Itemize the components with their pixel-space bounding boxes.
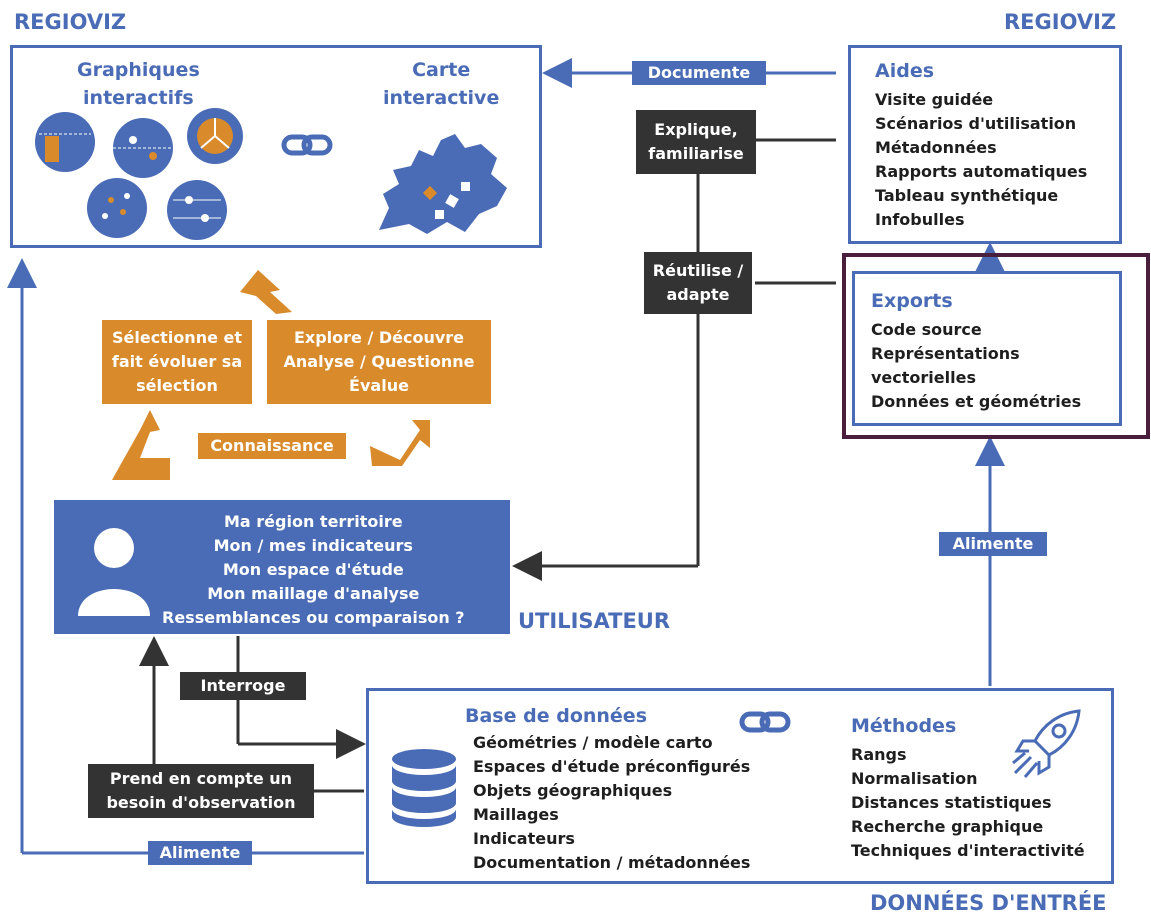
connaissance-box: Connaissance [198, 433, 346, 459]
list-item: Tableau synthétique [875, 186, 1059, 205]
user-icon [78, 528, 150, 616]
exports-list: Code source Représentations vectorielles… [871, 318, 1081, 414]
prend-en-compte-label: Prend en compte un besoin d'observation [88, 764, 314, 818]
documente-label: Documente [632, 61, 766, 85]
aides-box: Aides Visite guidée Scénarios d'utilisat… [848, 45, 1122, 244]
list-item: Scénarios d'utilisation [875, 114, 1077, 133]
list-item: Données et géométries [871, 392, 1082, 411]
alimente-right-label: Alimente [939, 532, 1047, 556]
reutilise-label: Réutilise / adapte [644, 252, 752, 314]
explique-label: Explique, familiarise [636, 110, 756, 174]
regioviz-title-left: REGIOVIZ [14, 10, 127, 34]
list-item: Normalisation [851, 769, 978, 788]
interroge-label: Interroge [180, 672, 306, 700]
donnees-entree-title: DONNÉES D'ENTRÉE [870, 891, 1107, 915]
link-icon [739, 711, 791, 733]
list-item: Maillages [473, 805, 559, 824]
carte-label: Carte interactive [383, 59, 500, 109]
database-icon [392, 749, 456, 827]
list-item: Documentation / métadonnées [473, 853, 751, 872]
list-item: Espaces d'étude préconfigurés [473, 757, 751, 776]
exports-title: Exports [871, 290, 953, 312]
europe-map-icon [379, 134, 507, 234]
list-item: Rangs [851, 745, 907, 764]
regioviz-title-right: REGIOVIZ [1004, 10, 1117, 34]
methodes-list: Rangs Normalisation Distances statistiqu… [851, 743, 1085, 863]
user-box: Ma région territoire Mon / mes indicateu… [54, 500, 510, 634]
database-title: Base de données [465, 705, 648, 727]
methodes-title: Méthodes [851, 715, 957, 737]
link-icon [281, 134, 333, 156]
aides-list: Visite guidée Scénarios d'utilisation Mé… [875, 88, 1087, 232]
list-item: Géométries / modèle carto [473, 733, 713, 752]
list-item: Visite guidée [875, 90, 994, 109]
exports-box: Exports Code source Représentations vect… [852, 271, 1122, 426]
list-item: Infobulles [875, 210, 965, 229]
list-item: Recherche graphique [851, 817, 1044, 836]
alimente-bottom-label: Alimente [148, 841, 252, 865]
list-item: Représentations [871, 344, 1020, 363]
donnees-box: Base de données Géométries / modèle cart… [366, 688, 1114, 884]
list-item: Objets géographiques [473, 781, 673, 800]
list-item: Distances statistiques [851, 793, 1052, 812]
database-list: Géométries / modèle carto Espaces d'étud… [473, 731, 750, 875]
exports-highlight [842, 253, 1150, 439]
explore-box: Explore / Découvre Analyse / Questionne … [267, 320, 491, 404]
visualisation-box: Graphiques interactifs Carte interactive [10, 45, 542, 248]
rocket-icon [1012, 709, 1081, 778]
list-item: Indicateurs [473, 829, 575, 848]
user-needs-list: Ma région territoire Mon / mes indicateu… [162, 512, 465, 627]
graphiques-label: Graphiques interactifs [77, 59, 200, 109]
aides-title: Aides [875, 60, 935, 82]
list-item: Métadonnées [875, 138, 997, 157]
utilisateur-title: UTILISATEUR [518, 609, 671, 633]
chart-icon [35, 108, 243, 240]
list-item: Code source [871, 320, 982, 339]
list-item: vectorielles [871, 368, 976, 387]
selectionne-box: Sélectionne et fait évoluer sa sélection [102, 320, 252, 404]
list-item: Rapports automatiques [875, 162, 1088, 181]
list-item: Techniques d'interactivité [851, 841, 1085, 860]
